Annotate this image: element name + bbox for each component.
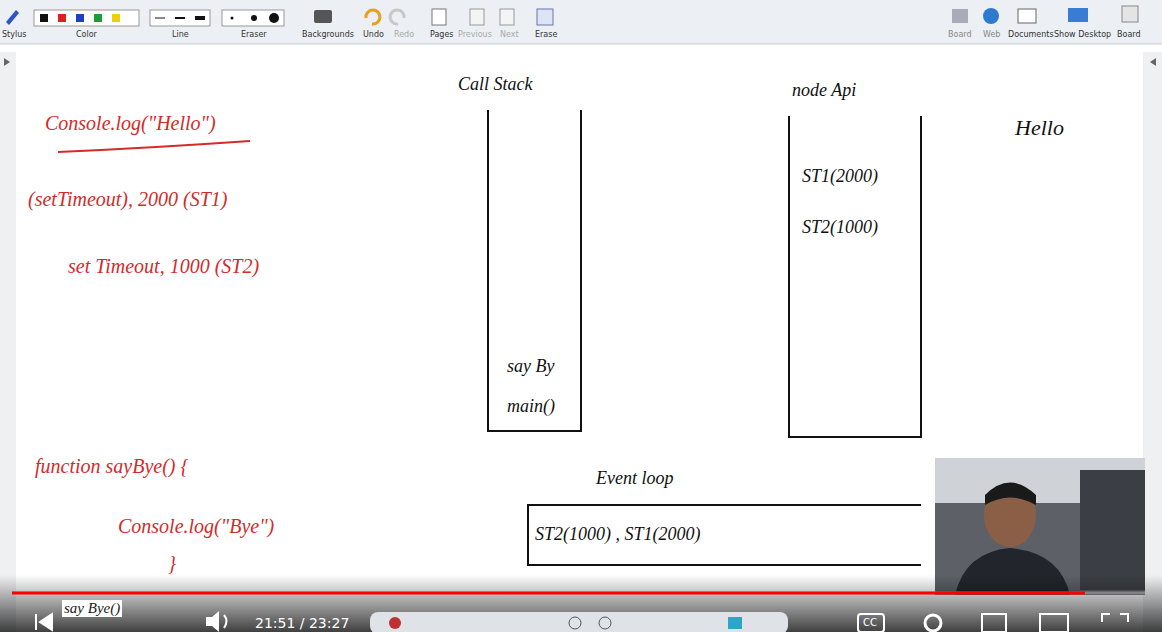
board-icon [1122,6,1138,22]
ui-label: Pages [430,30,454,39]
eraser-picker [222,10,284,26]
ui-label: Backgrounds [302,30,354,39]
line-sample [195,16,205,20]
controls-fade [0,575,1162,632]
eraser-sample [231,17,234,20]
eraser-sample [251,15,257,21]
color-swatch [112,14,120,22]
presenter-head [984,483,1036,547]
settings-icon [925,615,941,631]
box-entry: main() [507,396,574,418]
line-sample [175,17,185,19]
ui-label: 21:51 / 23:27 [255,615,349,631]
stack-box: Call Stack say By main() [440,74,620,432]
desktop-icon [1068,8,1088,22]
stylus-icon [6,10,19,25]
color-swatch [58,14,66,22]
handwritten-note: Console.log("Bye") [118,515,274,538]
box-heading: Call Stack [440,74,620,96]
right-strip [1143,52,1162,632]
handwritten-note: Hello [1015,115,1064,140]
board-icon [952,9,968,23]
pages-icon [432,9,446,25]
line-picker [150,10,210,26]
ui-label: Web [983,30,1000,39]
box-outline: say By main() [487,110,582,432]
previous-icon [470,9,484,25]
ui-label: Board [1117,30,1141,39]
box-entry: ST2(1000) , ST1(2000) [535,524,913,546]
underline [58,141,250,152]
box-outline: ST2(1000) , ST1(2000) [527,504,921,566]
handwritten-note: function sayBye() { [35,455,189,478]
ui-label: Documents [1008,30,1054,39]
box-outline: ST1(2000) ST2(1000) [788,116,922,438]
ui-label: Board [948,30,972,39]
toolbar-border [0,44,1162,45]
undo-icon [366,10,380,24]
redo-icon [390,10,404,24]
pen-tool [389,617,401,629]
color-swatch [94,14,102,22]
ui-label: Previous [458,30,492,39]
backgrounds-icon [314,10,332,23]
stack-box: node ApiST1(2000) ST2(1000) [770,80,940,438]
web-icon [983,8,999,24]
pen-tool [728,617,742,629]
ui-label: Line [172,30,189,39]
ui-label: Redo [394,30,414,39]
ui-label: Eraser [241,30,267,39]
fullscreen-icon [1102,614,1128,622]
toolbar-bar [0,0,1162,44]
side-arrow [4,58,10,66]
ui-label: Color [76,30,97,39]
box-entry: ST1(2000) [802,166,914,188]
left-strip [0,52,16,632]
cc-button [858,614,884,632]
handwritten-note: } [168,552,176,575]
pen-toolbar [370,612,788,632]
pen-tool [599,617,611,629]
miniplayer-icon [982,614,1006,632]
handwritten-note: Console.log("Hello") [45,112,216,135]
side-arrow [1150,58,1156,66]
prev-button [36,614,52,630]
box-entry: ST2(1000) [802,217,914,239]
box-entry: say By [507,356,574,378]
handwritten-note: (setTimeout), 2000 (ST1) [28,188,227,211]
queue-box: Event loopST2(1000) , ST1(2000) [520,468,921,566]
color-palette [34,10,139,26]
color-swatch [40,14,48,22]
erase-icon [537,9,553,25]
progress-played [12,592,1085,595]
ui-label: Next [500,30,519,39]
presenter-hair [985,483,1036,506]
volume-icon [206,611,219,632]
handwritten-note: set Timeout, 1000 (ST2) [68,255,259,278]
progress-track [12,592,1145,595]
ui-label: Undo [363,30,384,39]
volume-wave [224,615,227,628]
theater-icon [1040,614,1068,632]
documents-icon [1018,9,1036,23]
ui-label: Stylus [2,30,26,39]
line-sample [155,18,165,19]
ui-label: Erase [535,30,557,39]
webcam-frame [935,458,1145,595]
eraser-sample [269,13,279,23]
color-swatch [76,14,84,22]
ui-label: CC [863,617,877,629]
box-heading: node Api [770,80,940,102]
pen-tool [569,617,581,629]
webcam-chair [1080,470,1145,590]
ui-label: Show Desktop [1054,30,1111,39]
next-icon [500,9,514,25]
handwritten-note: say Bye() [62,600,122,617]
box-heading: Event loop [520,468,921,490]
